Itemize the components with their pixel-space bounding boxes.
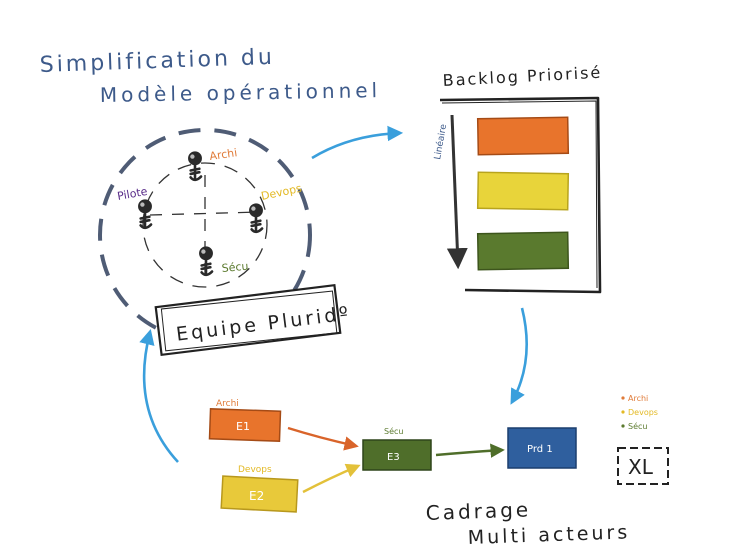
roles-legend: Archi Devops Sécu	[621, 394, 658, 431]
box-e1-label: E1	[236, 420, 250, 433]
cadrage-label-line2: Multi acteurs	[467, 521, 630, 549]
backlog-priority-arrow	[446, 114, 468, 270]
size-tag: XL	[617, 447, 669, 485]
box-e1: Archi E1	[208, 399, 282, 442]
box-e2-tag: Devops	[238, 465, 272, 475]
backlog-bar-3	[476, 231, 570, 271]
box-prod-label: Prd 1	[527, 444, 553, 455]
backlog-bar-2	[476, 171, 570, 211]
legend-secu: Sécu	[628, 421, 647, 431]
member-pilote-label: Pilote	[116, 185, 148, 203]
backlog-title: Backlog Priorisé	[442, 63, 602, 90]
arrow-e2-to-e3	[302, 463, 361, 494]
person-icon	[197, 244, 215, 277]
box-e3-tag: Sécu	[384, 426, 403, 436]
backlog-axis-label: Linéaire	[432, 123, 449, 161]
member-devops-label: Devops	[260, 182, 303, 203]
arrow-cadrage-to-team	[139, 328, 179, 463]
box-e1-tag: Archi	[216, 399, 239, 409]
box-e2: Devops E2	[220, 465, 299, 513]
legend-archi: Archi	[628, 394, 648, 403]
arrow-team-to-backlog	[311, 125, 404, 160]
legend-devops: Devops	[628, 408, 658, 417]
member-devops: Devops	[247, 182, 303, 234]
arrow-e1-to-e3	[287, 426, 359, 451]
arrow-e3-to-prod	[435, 443, 505, 458]
box-e3-label: E3	[387, 452, 400, 463]
person-icon	[247, 201, 265, 234]
size-tag-label: XL	[628, 455, 654, 479]
arrow-backlog-to-prod	[510, 307, 528, 405]
backlog-bar-1	[476, 116, 570, 156]
box-prod: Prd 1	[507, 427, 577, 469]
person-icon	[186, 149, 204, 182]
box-e2-label: E2	[249, 489, 264, 503]
box-e3: Sécu E3	[362, 426, 432, 471]
team-label-box: Equipe Pluridº	[154, 283, 352, 357]
member-secu: Sécu	[197, 244, 249, 277]
diagram-title-line2: Modèle opérationnel	[100, 78, 382, 107]
diagram-title-line1: Simplification du	[39, 45, 275, 78]
member-archi-label: Archi	[209, 146, 238, 163]
member-pilote: Pilote	[116, 185, 154, 230]
cadrage-label-line1: Cadrage	[425, 497, 531, 525]
backlog-bars	[476, 116, 570, 271]
member-secu-label: Sécu	[221, 260, 249, 275]
member-archi: Archi	[186, 146, 238, 182]
backlog-frame	[439, 96, 602, 294]
person-icon	[136, 197, 154, 230]
